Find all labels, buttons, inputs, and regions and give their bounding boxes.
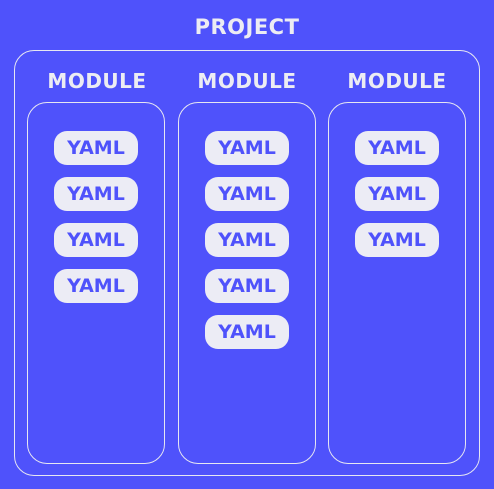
yaml-pill: YAML <box>355 223 439 257</box>
yaml-pill: YAML <box>205 315 289 349</box>
module-title-2: MODULE <box>197 69 297 93</box>
yaml-pill: YAML <box>205 177 289 211</box>
yaml-pill: YAML <box>54 269 138 303</box>
module-box-3 <box>328 102 466 464</box>
module-box-1 <box>27 102 165 464</box>
module-box-2 <box>178 102 316 464</box>
module-title-3: MODULE <box>347 69 447 93</box>
yaml-pill: YAML <box>54 177 138 211</box>
yaml-pill: YAML <box>355 131 439 165</box>
module-2-yaml-list: YAML YAML YAML YAML YAML <box>205 131 289 349</box>
yaml-pill: YAML <box>54 223 138 257</box>
project-title: PROJECT <box>194 15 300 39</box>
module-3-yaml-list: YAML YAML YAML <box>355 131 439 257</box>
module-title-1: MODULE <box>47 69 147 93</box>
module-1-yaml-list: YAML YAML YAML YAML <box>54 131 138 303</box>
yaml-pill: YAML <box>205 131 289 165</box>
yaml-pill: YAML <box>54 131 138 165</box>
yaml-pill: YAML <box>205 269 289 303</box>
yaml-pill: YAML <box>355 177 439 211</box>
project-frame <box>14 50 480 476</box>
yaml-pill: YAML <box>205 223 289 257</box>
